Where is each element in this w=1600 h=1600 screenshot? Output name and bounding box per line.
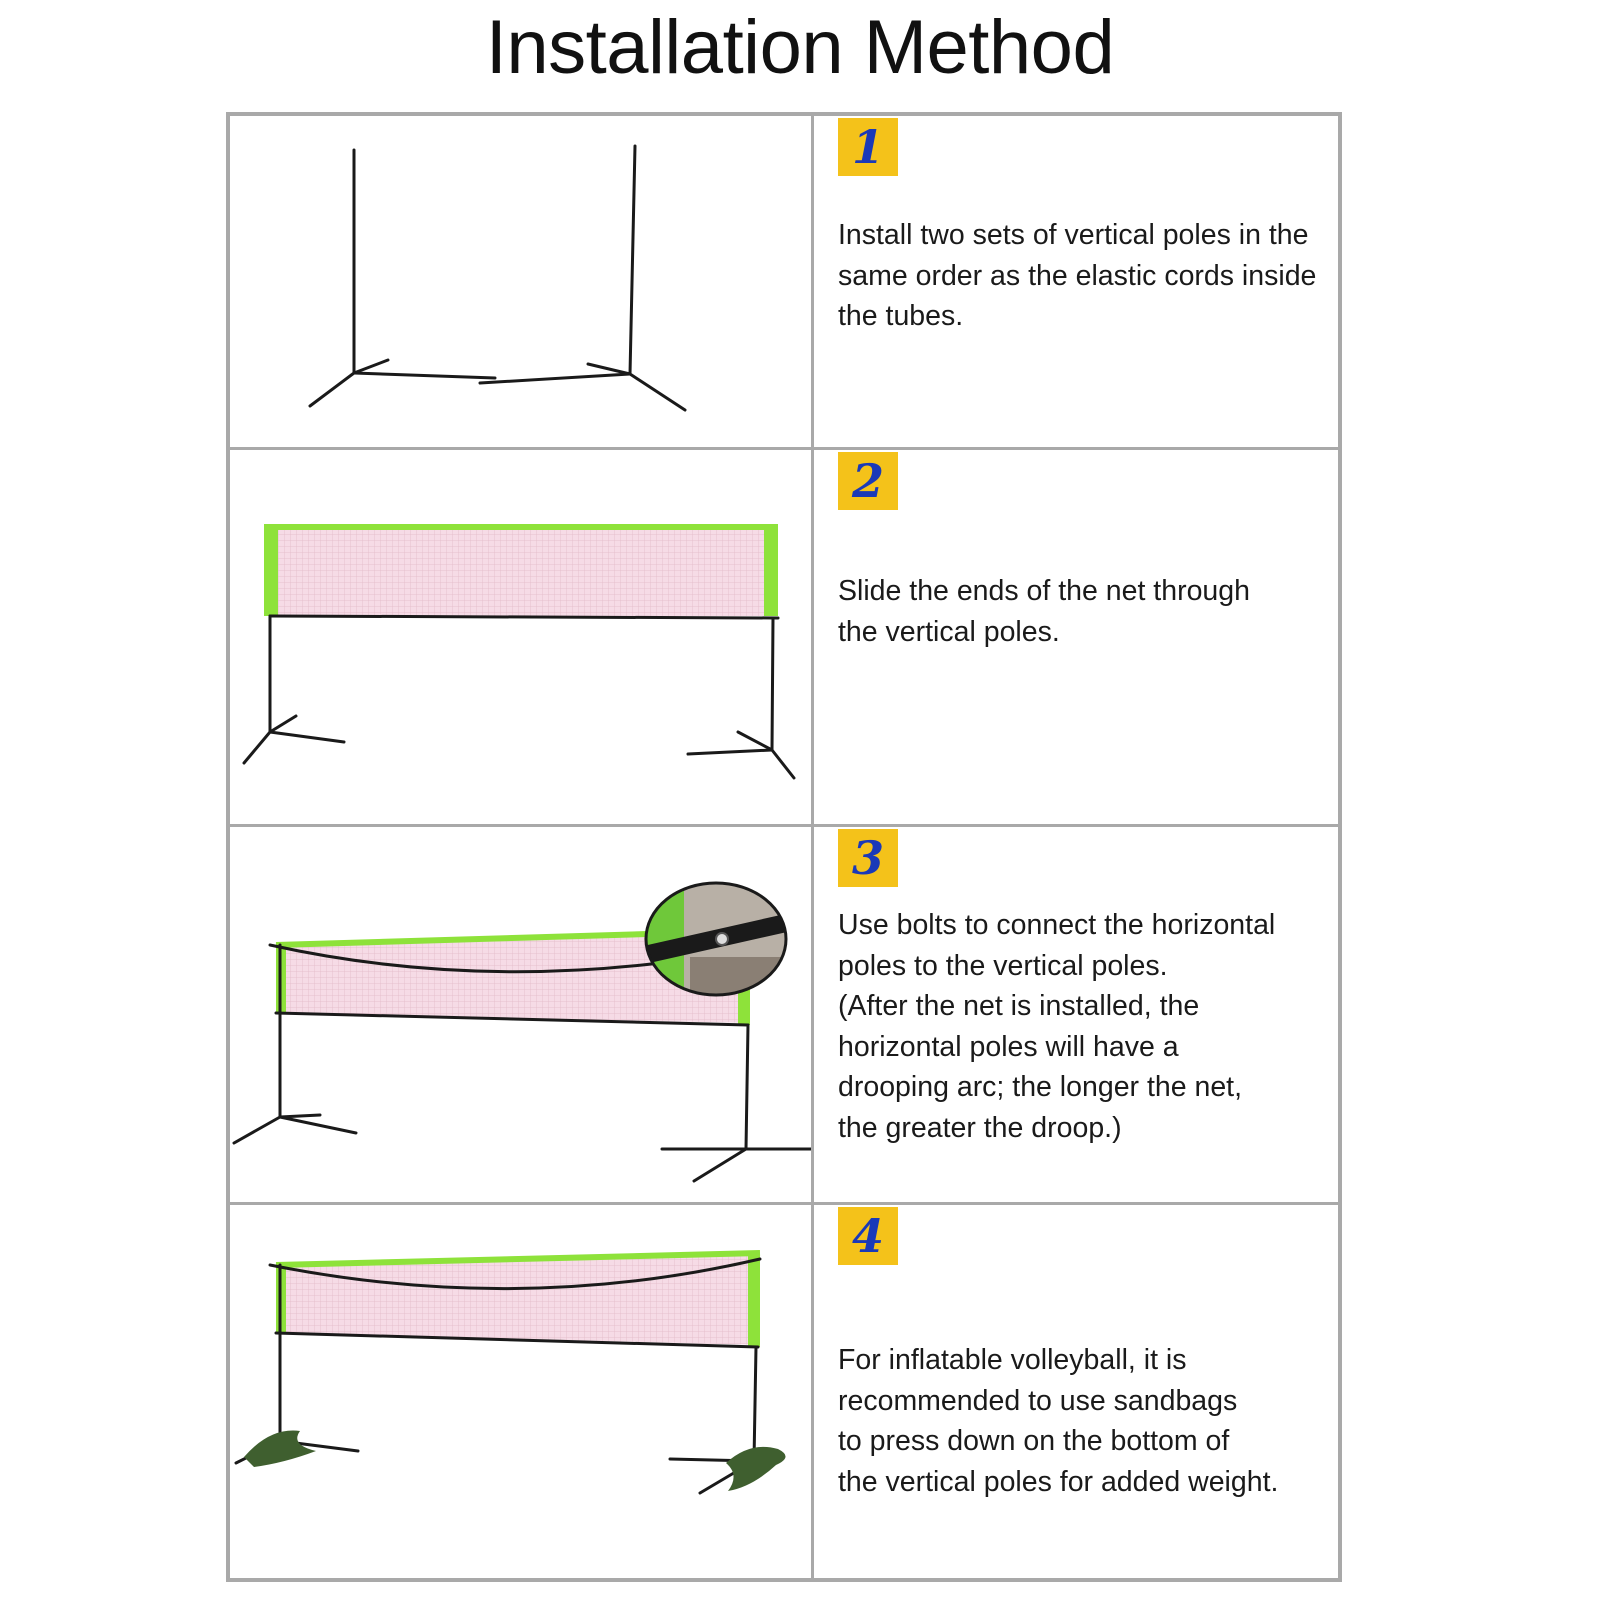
step-2-number-badge: 2: [838, 452, 898, 510]
step-3-description: Use bolts to connect the horizontal pole…: [838, 909, 1276, 1144]
step-3-illustration: [230, 827, 814, 1202]
step-3-text-cell: 3 Use bolts to connect the horizontal po…: [814, 827, 1338, 1202]
step-row-1: 1 Install two sets of vertical poles in …: [230, 116, 1338, 450]
net-on-poles-illustration: [242, 524, 796, 780]
sandbag-icon: [244, 1430, 786, 1491]
step-4-description: For inflatable volleyball, it is recomme…: [838, 1344, 1279, 1498]
step-3-number-badge: 3: [838, 829, 898, 887]
step-4-number-badge: 4: [838, 1207, 898, 1265]
step-4-illustration: [230, 1205, 814, 1578]
step-1-number-badge: 1: [838, 118, 898, 176]
step-row-4: 4 For inflatable volleyball, it is recom…: [230, 1205, 1338, 1578]
step-row-2: 2 Slide the ends of the net through the …: [230, 450, 1338, 827]
bolted-net-illustration: [232, 881, 811, 1183]
step-2-description: Slide the ends of the net through the ve…: [838, 575, 1250, 648]
page-title: Installation Method: [485, 5, 1115, 90]
vertical-poles-illustration: [308, 144, 687, 412]
step-2-illustration: [230, 450, 814, 824]
sandbag-weighted-net-illustration: [234, 1250, 786, 1495]
installation-steps-table: 1 Install two sets of vertical poles in …: [226, 112, 1342, 1582]
step-4-text-cell: 4 For inflatable volleyball, it is recom…: [814, 1205, 1338, 1578]
step-1-description: Install two sets of vertical poles in th…: [838, 219, 1317, 332]
bolt-closeup-inset: [644, 881, 788, 997]
step-2-text-cell: 2 Slide the ends of the net through the …: [814, 450, 1338, 824]
step-row-3: 3 Use bolts to connect the horizontal po…: [230, 827, 1338, 1205]
step-1-text-cell: 1 Install two sets of vertical poles in …: [814, 116, 1338, 447]
step-1-illustration: [230, 116, 814, 447]
